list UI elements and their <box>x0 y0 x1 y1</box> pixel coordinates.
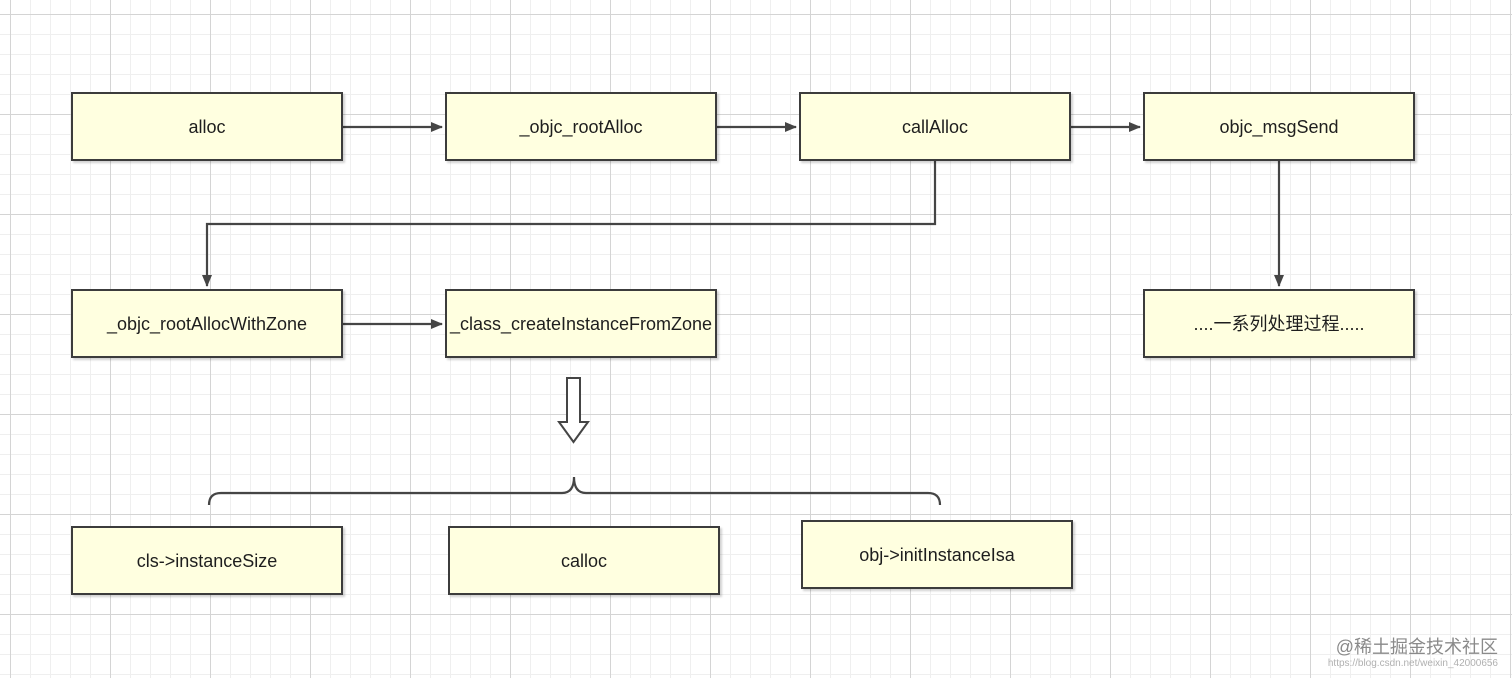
node-class-createinstancefromzone: _class_createInstanceFromZone <box>445 289 717 358</box>
node-callalloc: callAlloc <box>799 92 1071 161</box>
node-processing: ....一系列处理过程..... <box>1143 289 1415 358</box>
node-objc-rootalloc: _objc_rootAlloc <box>445 92 717 161</box>
node-instancesize: cls->instanceSize <box>71 526 343 595</box>
node-callalloc-label: callAlloc <box>901 116 969 137</box>
node-objc-rootallocwithzone: _objc_rootAllocWithZone <box>71 289 343 358</box>
watermark-text: @稀土掘金技术社区 <box>1335 637 1498 657</box>
node-alloc: alloc <box>71 92 343 161</box>
node-objc-rootalloc-label: _objc_rootAlloc <box>519 116 643 137</box>
node-instancesize-label: cls->instanceSize <box>136 550 278 571</box>
node-initinstanceisa: obj->initInstanceIsa <box>801 520 1073 589</box>
node-alloc-label: alloc <box>188 116 226 137</box>
node-objc-msgsend: objc_msgSend <box>1143 92 1415 161</box>
watermark: @稀土掘金技术社区 https://blog.csdn.net/weixin_4… <box>1328 636 1498 670</box>
node-objc-msgsend-label: objc_msgSend <box>1219 116 1339 137</box>
watermark-url: https://blog.csdn.net/weixin_42000656 <box>1327 658 1498 669</box>
node-calloc: calloc <box>448 526 720 595</box>
hollow-down-arrow <box>557 377 590 444</box>
node-calloc-label: calloc <box>560 550 608 571</box>
curly-brace <box>207 476 942 506</box>
node-objc-rootallocwithzone-label: _objc_rootAllocWithZone <box>106 313 308 334</box>
arrow-callalloc-to-withzone <box>202 161 937 287</box>
node-processing-label: ....一系列处理过程..... <box>1193 313 1365 334</box>
node-initinstanceisa-label: obj->initInstanceIsa <box>859 544 1015 565</box>
node-class-createinstancefromzone-label: _class_createInstanceFromZone <box>449 313 713 334</box>
